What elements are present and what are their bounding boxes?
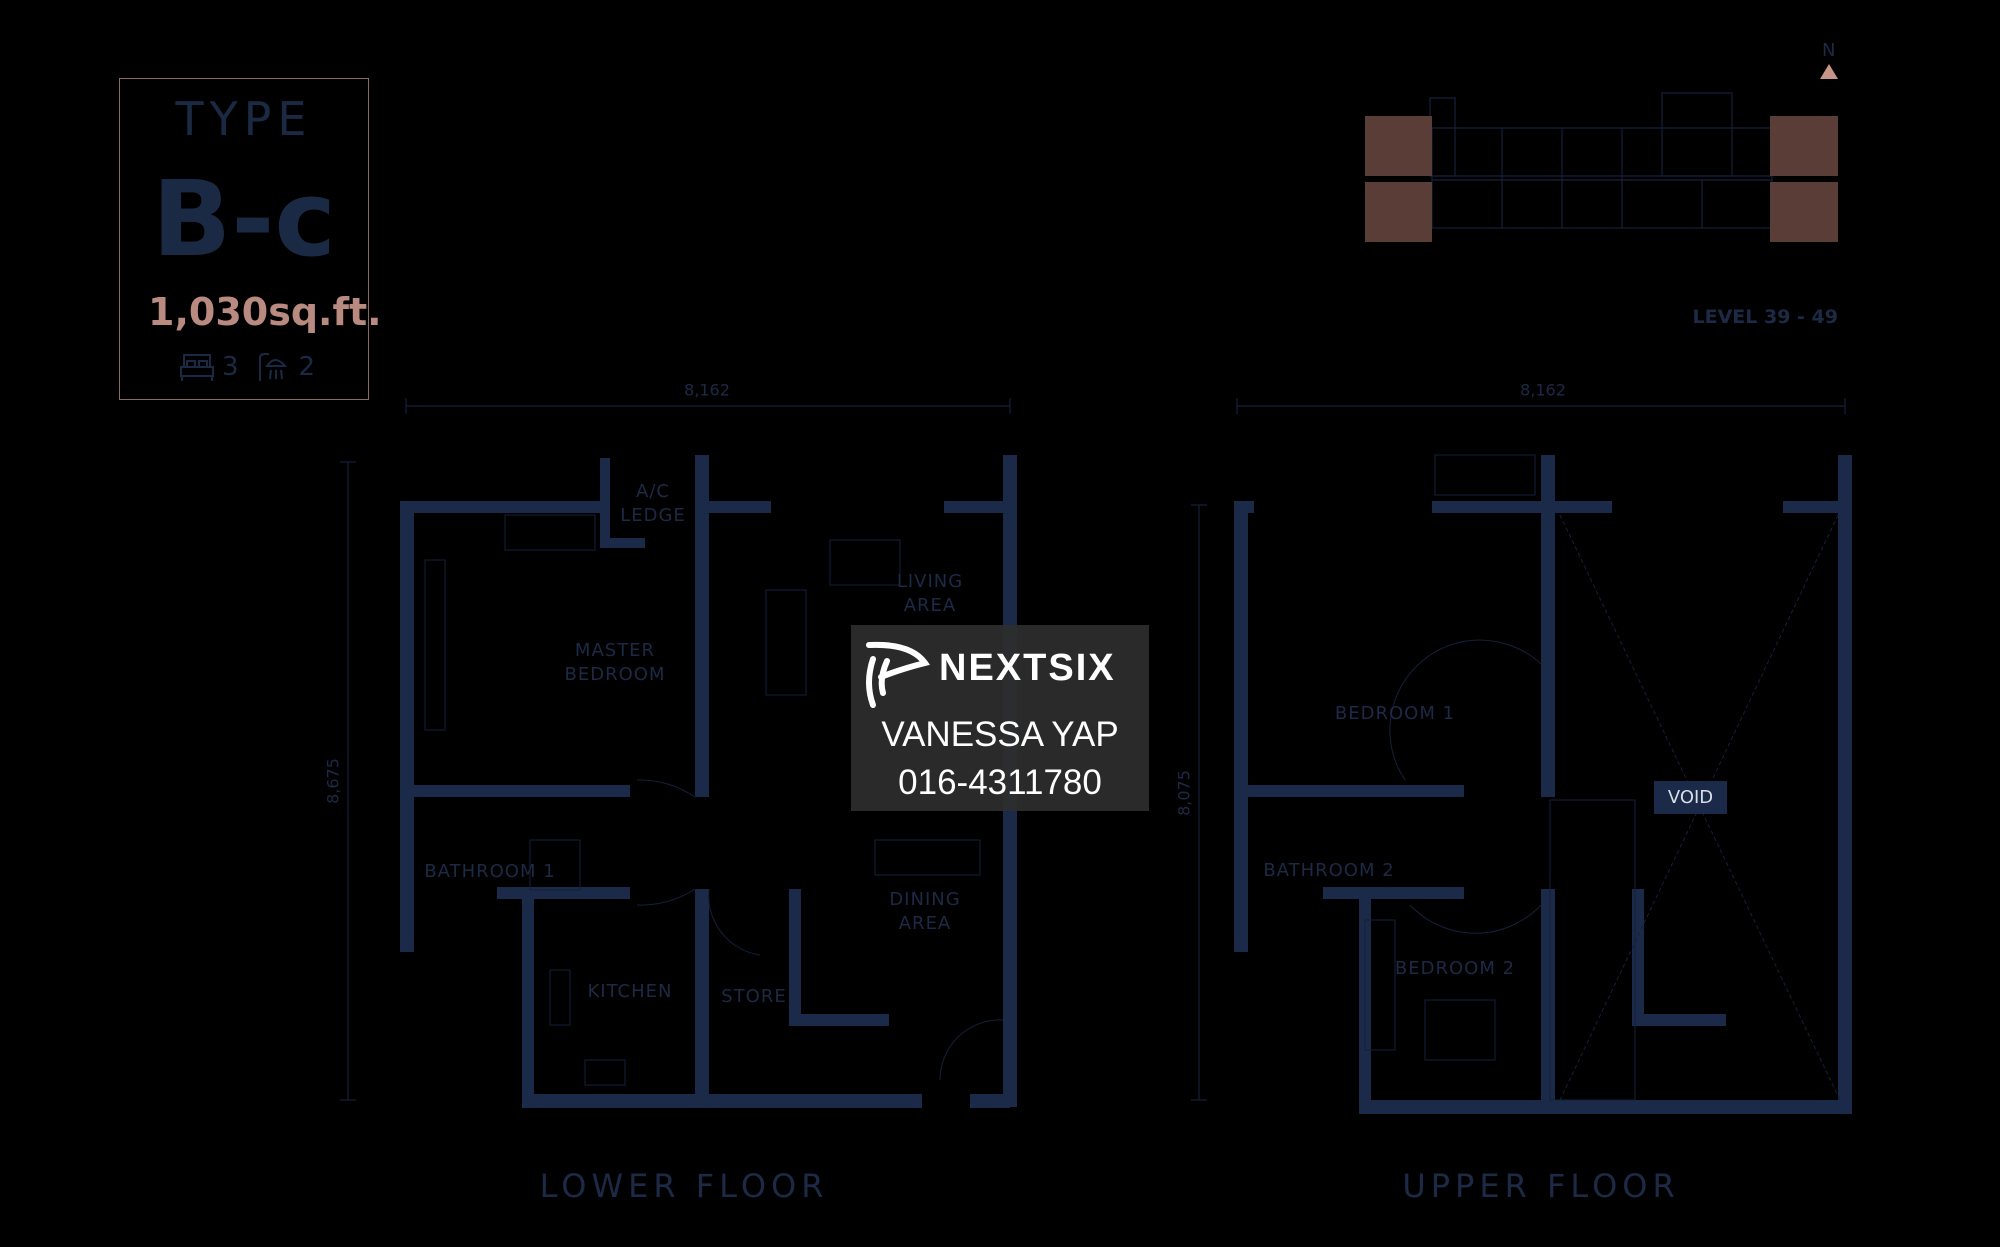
room-store: STORE <box>721 986 787 1007</box>
room-kitchen: KITCHEN <box>587 981 673 1002</box>
upper-floor-title: UPPER FLOOR <box>1402 1167 1680 1205</box>
void-badge: VOID <box>1654 781 1727 814</box>
agent-name: VANESSA YAP <box>881 715 1119 754</box>
type-label: TYPE <box>175 92 313 146</box>
lower-floor-title: LOWER FLOOR <box>539 1167 829 1205</box>
shower-icon <box>258 353 287 381</box>
key-plan-unit-highlight <box>1365 116 1432 176</box>
key-plan-unit-highlight <box>1365 182 1432 242</box>
upper-floor-fixtures <box>1364 454 1841 1101</box>
room-counts: 3 2 <box>180 352 315 382</box>
north-arrow-icon <box>1820 64 1838 79</box>
north-label: N <box>1822 40 1836 61</box>
agent-phone: 016-4311780 <box>898 763 1102 802</box>
room-bedroom-1: BEDROOM 1 <box>1334 703 1456 724</box>
lower-floor-fixtures <box>424 514 1004 1086</box>
bed-icon <box>180 354 214 381</box>
bathroom-count: 2 <box>298 352 316 382</box>
room-bathroom-2: BATHROOM 2 <box>1263 860 1395 881</box>
lower-width-dimension: 8,162 <box>684 380 730 400</box>
room-master-bedroom: MASTER BEDROOM <box>564 640 666 685</box>
lower-height-dimension: 8,675 <box>323 758 343 804</box>
upper-height-dimension: 8,075 <box>1174 770 1194 816</box>
brand-name: NEXTSIX <box>939 647 1116 689</box>
room-ac-ledge: A/C LEDGE <box>620 481 686 526</box>
level-range: LEVEL 39 - 49 <box>1692 306 1839 328</box>
unit-area: 1,030sq.ft. <box>148 290 382 334</box>
room-bedroom-2: BEDROOM 2 <box>1394 958 1516 979</box>
room-dining-area: DINING AREA <box>889 889 961 934</box>
lower-floor-walls <box>400 455 1017 1108</box>
key-plan-unit-highlight <box>1770 182 1838 242</box>
dimension-lines <box>340 398 1846 1101</box>
nextsix-logo-icon <box>866 641 930 708</box>
room-bathroom-1: BATHROOM 1 <box>424 861 556 882</box>
upper-floor-walls <box>1234 455 1852 1114</box>
type-code: B-c <box>151 158 337 280</box>
bedroom-count: 3 <box>222 352 239 382</box>
key-plan-unit-highlight <box>1770 116 1838 176</box>
key-plan <box>1365 92 1838 242</box>
unit-type-panel <box>119 78 369 400</box>
upper-width-dimension: 8,162 <box>1520 380 1566 400</box>
room-living-area: LIVING AREA <box>896 571 964 616</box>
unit-type-content: TYPE B-c <box>119 0 369 400</box>
agent-watermark: NEXTSIX VANESSA YAP 016-4311780 <box>851 625 1149 811</box>
